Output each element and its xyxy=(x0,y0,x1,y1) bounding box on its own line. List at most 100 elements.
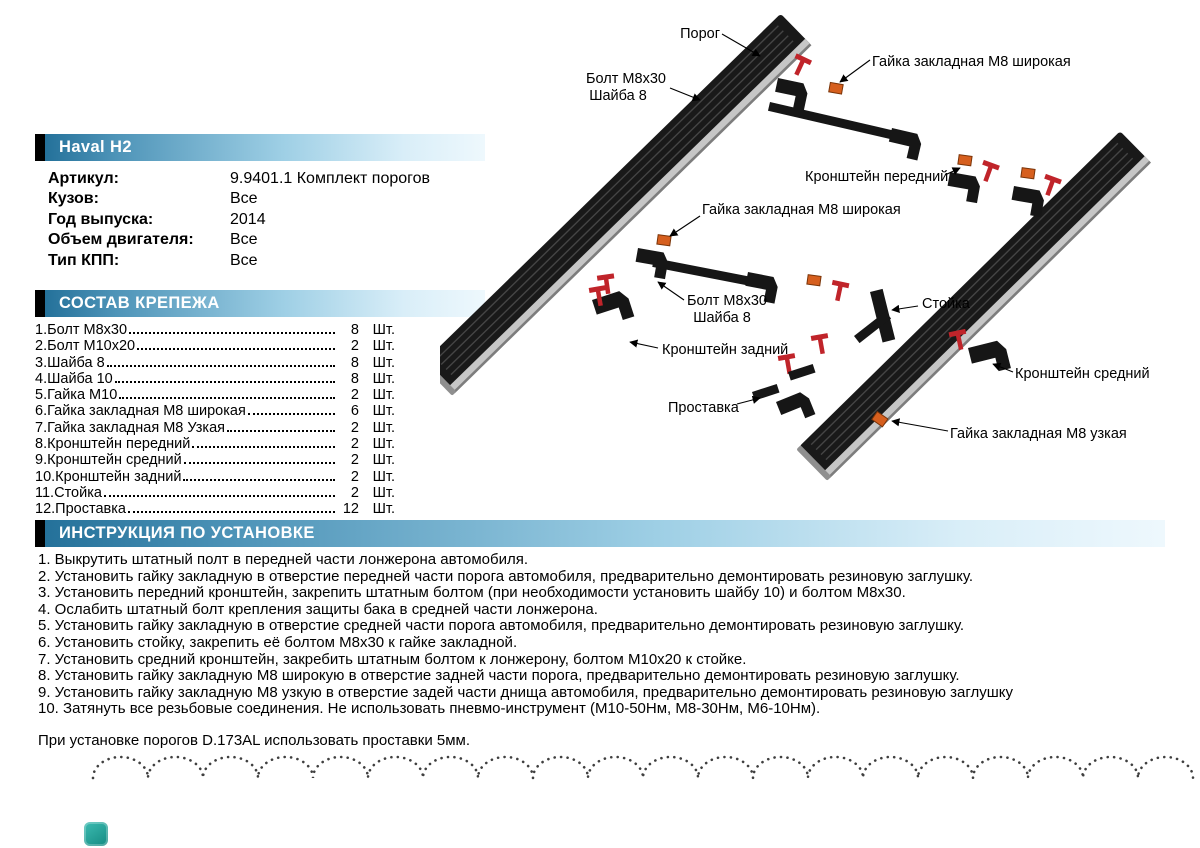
model-title: Haval H2 xyxy=(59,138,132,156)
dotted-leader xyxy=(247,413,335,416)
model-header-bar: Haval H2 xyxy=(35,134,485,161)
instruction-step: 10. Затянуть все резьбовые соединения. Н… xyxy=(38,700,821,718)
part-number: 6. xyxy=(35,403,48,420)
spec-value: Все xyxy=(230,190,258,208)
part-number: 8. xyxy=(35,436,48,453)
instruction-step: 4. Ослабить штатный болт крепления защит… xyxy=(38,600,598,618)
part-unit: Шт. xyxy=(372,436,395,453)
spec-row: Артикул: 9.9401.1 Комплект порогов xyxy=(48,169,430,189)
spec-label: Артикул: xyxy=(48,170,119,187)
spacer-bracket-icon xyxy=(776,390,816,427)
part-unit: Шт. xyxy=(372,322,395,338)
part-number: 9. xyxy=(35,452,48,469)
spec-row: Кузов: Все xyxy=(48,189,430,209)
part-row: 1.Болт М8х30 8 Шт. xyxy=(35,322,395,338)
part-qty: 8 xyxy=(350,354,359,371)
dotted-leader xyxy=(127,511,335,514)
label-bolt-top-1: Болт М8х30 xyxy=(586,71,666,87)
part-qty: 8 xyxy=(350,322,359,338)
label-stoika: Стойка xyxy=(922,296,971,312)
part-number: 3. xyxy=(35,354,48,371)
part-name: Шайба 8 xyxy=(47,354,105,371)
dotted-leader xyxy=(103,494,335,497)
clamp-icon xyxy=(977,159,1000,185)
spec-value: 9.9401.1 Комплект порогов xyxy=(230,170,431,187)
running-board-left xyxy=(440,14,812,395)
instruction-step: 7. Установить средний кронштейн, закреби… xyxy=(38,650,747,668)
dotted-leader xyxy=(114,380,335,383)
spec-value: 2014 xyxy=(230,210,266,228)
label-bolt-mid-1: Болт М8х30 xyxy=(687,293,767,309)
dotted-leader xyxy=(192,446,335,449)
part-name: Болт М8х30 xyxy=(47,322,128,338)
part-qty: 2 xyxy=(350,436,359,453)
part-name: Гайка М10 xyxy=(47,387,118,404)
label-kronshtein-peredniy: Кронштейн передний xyxy=(805,169,948,185)
part-number: 10. xyxy=(35,468,56,485)
part-row: 10.Кронштейн задний 2 Шт. xyxy=(35,469,395,485)
dotted-leader xyxy=(129,332,335,334)
part-name: Болт М10х20 xyxy=(47,338,136,355)
part-qty: 12 xyxy=(342,501,359,518)
spec-label: Год выпуска: xyxy=(48,210,154,228)
instruction-step: 3. Установить передний кронштейн, закреп… xyxy=(38,584,906,602)
clamp-icon xyxy=(828,279,850,303)
dotted-leader xyxy=(227,429,335,432)
part-name: Гайка закладная М8 широкая xyxy=(47,403,246,420)
sliding-nut-icon xyxy=(656,234,672,247)
part-name: Стойка xyxy=(54,484,102,501)
part-number: 5. xyxy=(35,387,48,404)
part-number: 1. xyxy=(35,322,48,338)
spec-value: Все xyxy=(230,251,258,269)
spec-table: Артикул: 9.9401.1 Комплект порогов Кузов… xyxy=(48,169,430,271)
part-unit: Шт. xyxy=(372,419,395,436)
spec-row: Объем двигателя: Все xyxy=(48,230,430,250)
part-unit: Шт. xyxy=(372,338,395,355)
part-qty: 2 xyxy=(350,338,359,355)
label-prostavka: Проставка xyxy=(668,400,740,416)
part-number: 2. xyxy=(35,338,48,355)
label-kronshtein-zadniy: Кронштейн задний xyxy=(662,342,788,358)
instruction-step: 8. Установить гайку закладную М8 широкую… xyxy=(38,667,960,685)
parts-header-bar: СОСТАВ КРЕПЕЖА xyxy=(35,290,485,317)
part-qty: 2 xyxy=(350,387,359,404)
part-qty: 2 xyxy=(350,419,359,436)
part-unit: Шт. xyxy=(372,484,395,501)
dotted-leader xyxy=(183,462,335,465)
part-name: Кронштейн задний xyxy=(55,468,182,485)
part-unit: Шт. xyxy=(372,501,395,518)
diagram-labels: Порог Гайка закладная М8 широкая Болт М8… xyxy=(586,26,1150,442)
part-qty: 2 xyxy=(350,484,359,501)
bracket-icon xyxy=(886,128,924,161)
instruction-step: 9. Установить гайку закладную М8 узкую в… xyxy=(38,683,1013,701)
part-row: 2.Болт М10х20 2 Шт. xyxy=(35,338,395,354)
part-name: Кронштейн передний xyxy=(47,436,191,453)
spec-value: Все xyxy=(230,231,258,249)
part-row: 3.Шайба 8 8 Шт. xyxy=(35,355,395,371)
part-number: 4. xyxy=(35,370,48,387)
dotted-leader xyxy=(137,348,335,351)
part-qty: 8 xyxy=(350,370,359,387)
instruction-step: 5. Установить гайку закладную в отверсти… xyxy=(38,617,965,635)
spec-label: Объем двигателя: xyxy=(48,231,194,249)
part-qty: 2 xyxy=(350,468,359,485)
part-qty: 2 xyxy=(350,452,359,469)
instructions-header-bar: ИНСТРУКЦИЯ ПО УСТАНОВКЕ xyxy=(35,520,1165,547)
sliding-nut-icon xyxy=(957,154,973,167)
part-number: 12. xyxy=(35,501,56,518)
label-gaika-uzkaya: Гайка закладная М8 узкая xyxy=(950,426,1127,442)
part-unit: Шт. xyxy=(372,354,395,371)
label-kronshtein-sredniy: Кронштейн средний xyxy=(1015,366,1150,382)
parts-title: СОСТАВ КРЕПЕЖА xyxy=(59,294,220,312)
spec-row: Тип КПП: Все xyxy=(48,251,430,271)
part-unit: Шт. xyxy=(372,468,395,485)
spec-label: Тип КПП: xyxy=(48,251,120,269)
dotted-leader xyxy=(183,478,335,481)
part-name: Кронштейн средний xyxy=(47,452,182,469)
